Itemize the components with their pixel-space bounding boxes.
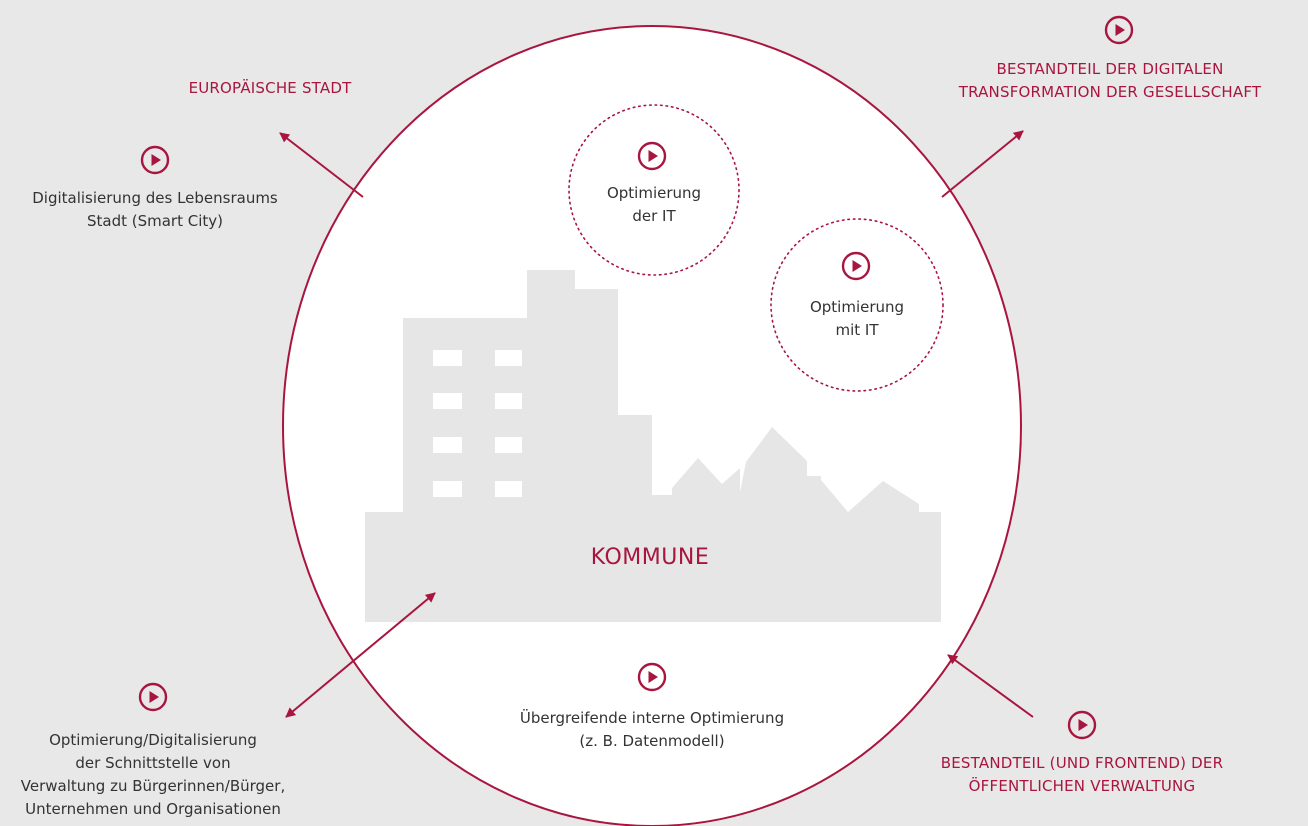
play-icon[interactable] [841,251,871,281]
arrow-schnittstelle [285,592,436,718]
play-icon[interactable] [140,145,170,175]
dotted-circle-mit-it [770,218,944,392]
play-icon[interactable] [637,662,667,692]
label-optimierung-mit-it: Optimierung mit IT [809,298,905,339]
play-icon[interactable] [1104,15,1134,45]
label-schnittstelle: Optimierung/Digitalisierung der Schnitts… [20,731,286,818]
dotted-circle-der-it [568,104,740,276]
building-windows [433,350,522,497]
label-oeffentliche-verwaltung: BESTANDTEIL (UND FRONTEND) DER ÖFFENTLIC… [940,754,1224,795]
arrow-oeffentliche-verwaltung [947,654,1034,718]
play-icon[interactable] [1067,710,1097,740]
label-europaeische-stadt: EUROPÄISCHE STADT [188,79,352,97]
label-digitale-transformation: BESTANDTEIL DER DIGITALEN TRANSFORMATION… [958,60,1262,101]
play-icon[interactable] [637,141,667,171]
arrow-digitale-transformation [941,130,1024,198]
label-smart-city: Digitalisierung des Lebensraums Stadt (S… [32,189,278,230]
arrow-europaeische-stadt [279,132,364,198]
label-interne-optimierung: Übergreifende interne Optimierung (z. B.… [519,709,785,750]
label-optimierung-der-it: Optimierung der IT [606,184,702,225]
center-label-kommune: KOMMUNE [590,545,710,570]
play-icon[interactable] [138,682,168,712]
